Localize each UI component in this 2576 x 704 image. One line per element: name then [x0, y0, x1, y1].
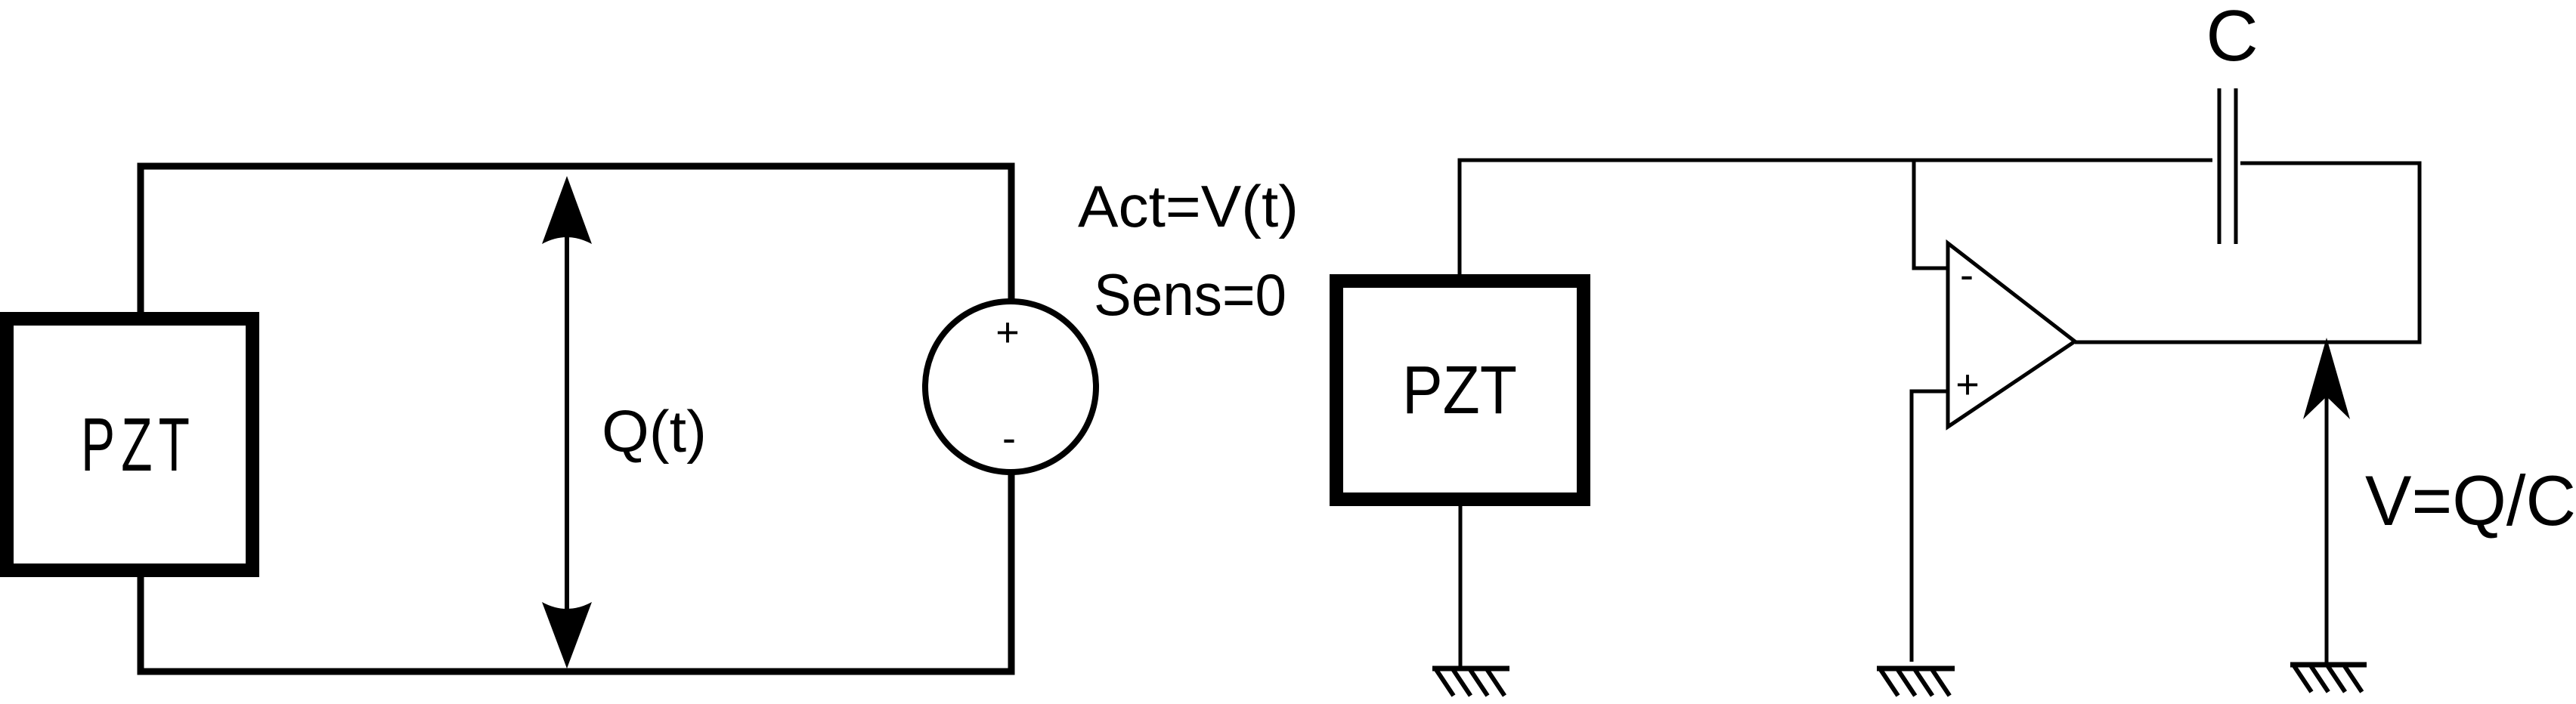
ground-hatch [2308, 663, 2330, 693]
capacitor [2217, 88, 2238, 244]
charge-label: Q(t) [602, 398, 707, 465]
output-ground-ground-icon [2290, 662, 2367, 693]
ground-hatch [1451, 667, 1472, 697]
ground-hatch [1895, 667, 1918, 697]
right-circuit: C - + PZT V=Q/C [1330, 0, 2576, 697]
pzt-ground-ground-icon [1432, 665, 1509, 697]
left-top-wire [137, 162, 1015, 312]
arrowhead-up-icon [542, 176, 592, 244]
feedback-wire [2075, 161, 2422, 344]
source-plus-sign: + [995, 310, 1020, 355]
right-pzt-element [1330, 274, 1590, 506]
opamp-noninverting-sign: + [1955, 362, 1980, 407]
op-amp-triangle [1946, 239, 2079, 431]
arrowhead-up-icon [2303, 338, 2350, 419]
voltage-source-circle [922, 298, 1099, 475]
charge-double-arrow [542, 176, 592, 668]
ground-hatch [2342, 663, 2364, 693]
ground-hatch [1433, 667, 1456, 697]
ground-hatch [1929, 667, 1952, 697]
actuation-label: Act=V(t) [1078, 173, 1299, 239]
ground-hatch [1467, 667, 1490, 697]
right-pzt-label: PZT [1402, 353, 1517, 428]
output-voltage-arrow [2303, 338, 2350, 666]
left-pzt-label: PZT [81, 403, 196, 487]
voltage-source: + - [922, 298, 1099, 475]
ground-hatch [2291, 663, 2314, 693]
ground-hatch [1485, 667, 1506, 697]
left-bottom-wire [137, 474, 1015, 675]
op-amp: - + [1946, 239, 2079, 431]
left-pzt-element [0, 312, 259, 577]
opamp-inverting-sign: - [1960, 252, 1974, 298]
sensing-label: Sens=0 [1094, 261, 1286, 328]
ground-hatch [1912, 667, 1934, 697]
opamp-noninverting-ground-ground-icon [1877, 665, 1955, 697]
source-minus-sign: - [1002, 415, 1016, 461]
inverting-input-wire [1912, 160, 1948, 270]
ground-hatch [1878, 667, 1900, 697]
capacitor-label: C [2206, 0, 2258, 76]
ground-hatch [2325, 663, 2347, 693]
arrowhead-down-icon [542, 602, 592, 668]
pzt-to-capacitor-wire [1457, 158, 2212, 274]
output-voltage-label: V=Q/C [2365, 461, 2576, 540]
noninverting-input-wire [1909, 389, 1948, 662]
left-circuit: PZT Q(t) + - Act=V(t) Sens=0 [0, 162, 1299, 675]
